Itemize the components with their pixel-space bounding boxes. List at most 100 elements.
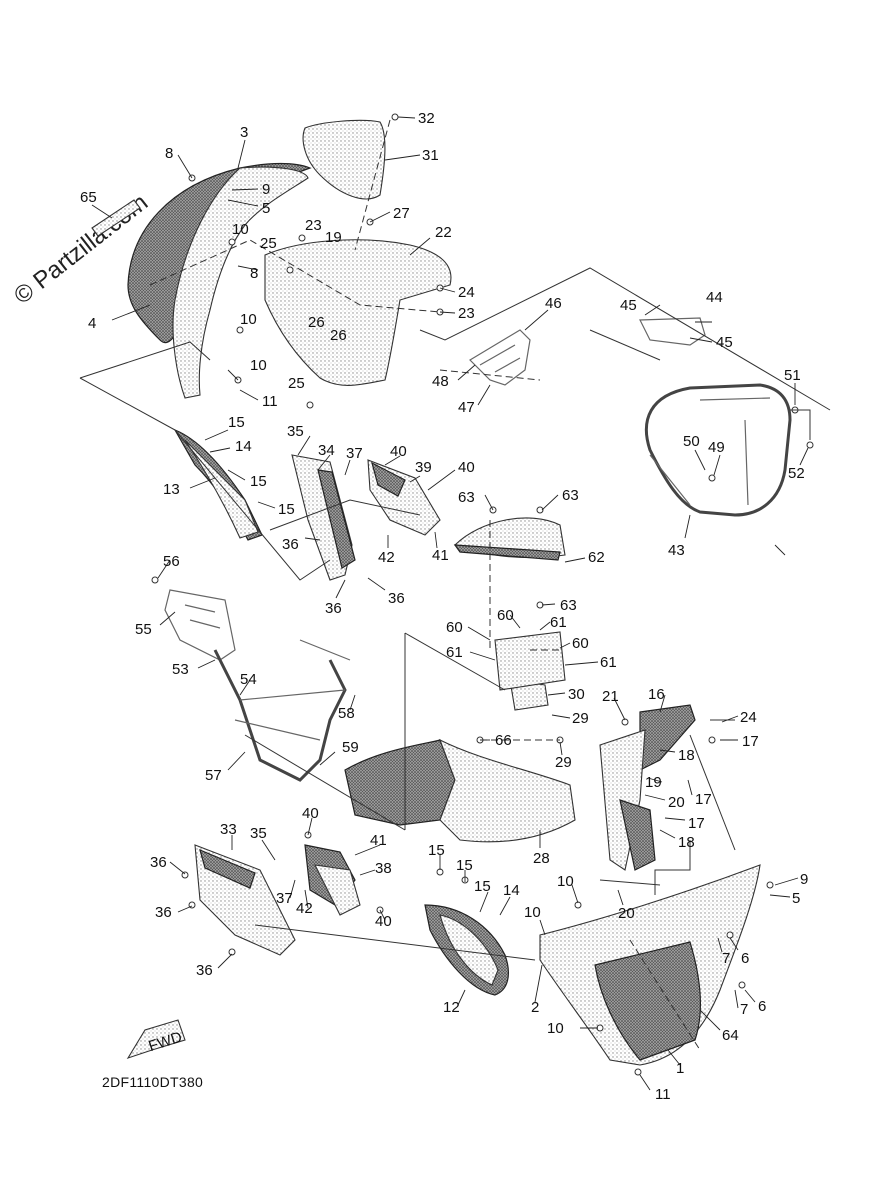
label-41: 41 <box>432 547 449 564</box>
label-37: 37 <box>276 890 293 907</box>
label-5: 5 <box>792 890 800 907</box>
label-36: 36 <box>325 600 342 617</box>
part-65-emblem <box>91 199 141 237</box>
label-54: 54 <box>240 671 257 688</box>
label-58: 58 <box>338 705 355 722</box>
diagram-code: 2DF1110DT380 <box>102 1074 203 1090</box>
label-44: 44 <box>706 289 723 306</box>
label-19: 19 <box>325 229 342 246</box>
label-12: 12 <box>443 999 460 1016</box>
label-16: 16 <box>648 686 665 703</box>
guide-lines <box>79 267 831 961</box>
label-6: 6 <box>741 950 749 967</box>
label-33: 33 <box>220 821 237 838</box>
label-38: 38 <box>375 860 392 877</box>
label-9: 9 <box>262 181 270 198</box>
label-36: 36 <box>155 904 172 921</box>
label-18: 18 <box>678 834 695 851</box>
label-40: 40 <box>390 443 407 460</box>
label-17: 17 <box>695 791 712 808</box>
label-29: 29 <box>555 754 572 771</box>
part-3-upper-cowl <box>127 162 312 399</box>
label-41: 41 <box>370 832 387 849</box>
label-26: 26 <box>308 314 325 331</box>
part-61-plate <box>494 631 566 691</box>
label-46: 46 <box>545 295 562 312</box>
part-46-bracket <box>469 329 531 386</box>
label-36: 36 <box>388 590 405 607</box>
label-15: 15 <box>278 501 295 518</box>
label-61: 61 <box>550 614 567 631</box>
label-9: 9 <box>800 871 808 888</box>
callout-labels: 3 8 9 5 65 10 8 25 23 19 27 32 31 22 24 … <box>80 110 808 1103</box>
label-10: 10 <box>547 1020 564 1037</box>
label-19: 19 <box>645 774 662 791</box>
part-44-stay <box>639 317 706 346</box>
label-36: 36 <box>150 854 167 871</box>
part-fwd-arrow: FWD <box>126 1019 186 1059</box>
label-34: 34 <box>318 442 335 459</box>
label-59: 59 <box>342 739 359 756</box>
label-10: 10 <box>240 311 257 328</box>
label-25: 25 <box>260 235 277 252</box>
label-13: 13 <box>163 481 180 498</box>
label-8: 8 <box>250 265 258 282</box>
label-7: 7 <box>740 1001 748 1018</box>
label-4: 4 <box>88 315 96 332</box>
label-20: 20 <box>618 905 635 922</box>
label-20: 20 <box>668 794 685 811</box>
label-65: 65 <box>80 189 97 206</box>
part-34-panel <box>291 454 356 581</box>
label-8: 8 <box>165 145 173 162</box>
label-18: 18 <box>678 747 695 764</box>
label-11: 11 <box>655 1086 671 1103</box>
label-15: 15 <box>250 473 267 490</box>
label-17: 17 <box>688 815 705 832</box>
label-36: 36 <box>282 536 299 553</box>
label-3: 3 <box>240 124 248 141</box>
label-24: 24 <box>740 709 757 726</box>
part-22-inner-panel <box>264 239 452 386</box>
label-23: 23 <box>305 217 322 234</box>
label-53: 53 <box>172 661 189 678</box>
label-40: 40 <box>375 913 392 930</box>
label-49: 49 <box>708 439 725 456</box>
part-38-panel <box>304 844 361 916</box>
label-60: 60 <box>572 635 589 652</box>
label-26: 26 <box>330 327 347 344</box>
label-63: 63 <box>562 487 579 504</box>
label-23: 23 <box>458 305 475 322</box>
label-51: 51 <box>784 367 801 384</box>
label-14: 14 <box>503 882 520 899</box>
label-10: 10 <box>557 873 574 890</box>
part-12-side-cover <box>424 904 509 996</box>
label-47: 47 <box>458 399 475 416</box>
label-57: 57 <box>205 767 222 784</box>
label-1: 1 <box>676 1060 684 1077</box>
dashed-guide-lines <box>149 119 701 1051</box>
label-52: 52 <box>788 465 805 482</box>
label-64: 64 <box>722 1027 739 1044</box>
label-62: 62 <box>588 549 605 566</box>
part-16-side-panel <box>599 704 696 871</box>
label-48: 48 <box>432 373 449 390</box>
label-25: 25 <box>288 375 305 392</box>
label-35: 35 <box>287 423 304 440</box>
label-10: 10 <box>250 357 267 374</box>
label-11: 11 <box>262 393 278 410</box>
part-31-visor <box>302 119 386 200</box>
label-29: 29 <box>572 710 589 727</box>
label-60: 60 <box>446 619 463 636</box>
part-39-panel <box>367 459 441 536</box>
label-39: 39 <box>415 459 432 476</box>
part-28-undercover <box>344 738 576 843</box>
label-63: 63 <box>560 597 577 614</box>
label-56: 56 <box>163 553 180 570</box>
label-66: 66 <box>495 732 512 749</box>
label-45: 45 <box>716 334 733 351</box>
label-28: 28 <box>533 850 550 867</box>
label-15: 15 <box>474 878 491 895</box>
label-10: 10 <box>524 904 541 921</box>
label-42: 42 <box>296 900 313 917</box>
label-45: 45 <box>620 297 637 314</box>
